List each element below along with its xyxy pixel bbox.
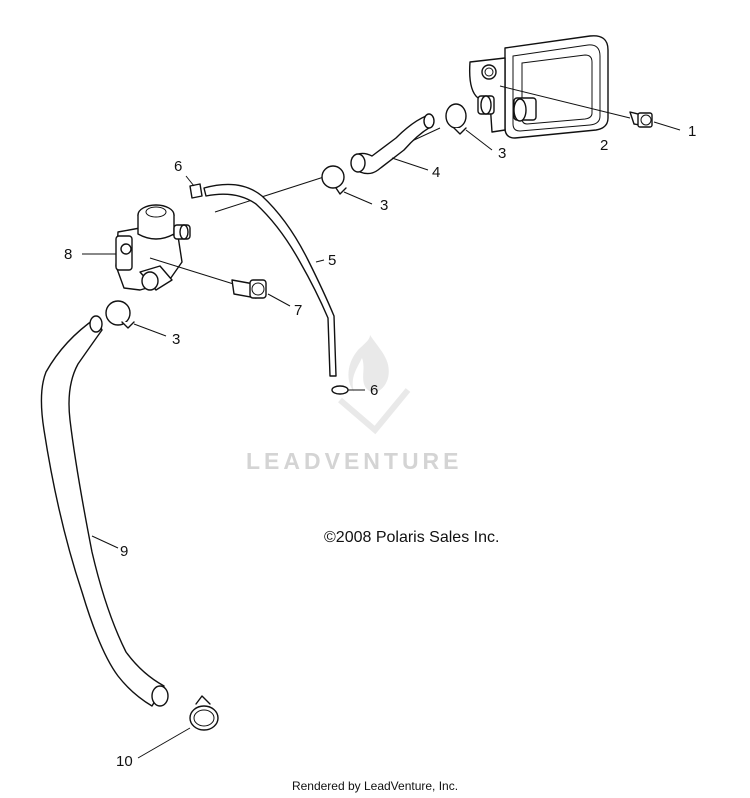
clamp-part-3-top: [445, 103, 493, 151]
clamp-part-10: [137, 695, 219, 759]
bolt-part-1: [629, 111, 681, 131]
callout-1: 1: [688, 123, 696, 140]
footer-text: Rendered by LeadVenture, Inc.: [291, 779, 459, 793]
clip-part-6-top: [185, 175, 203, 199]
clamp-part-3-middle: [321, 165, 373, 205]
watermark-text: LEADVENTURE: [246, 448, 463, 474]
callout-4: 4: [432, 164, 440, 181]
callout-3-middle: 3: [380, 197, 388, 214]
callout-3-lower: 3: [172, 331, 180, 348]
callout-7: 7: [294, 302, 302, 319]
clamp-part-3-lower: [105, 300, 167, 337]
callout-10: 10: [116, 753, 133, 770]
callout-8: 8: [64, 246, 72, 263]
bolt-part-7: [231, 279, 291, 307]
callout-3-top: 3: [498, 145, 506, 162]
clip-part-6-bottom: [331, 385, 365, 395]
hose-part-4: [350, 113, 435, 175]
valve-housing: [468, 35, 631, 139]
copyright-text: ©2008 Polaris Sales Inc.: [324, 529, 500, 546]
callout-6-bottom: 6: [370, 382, 378, 399]
callout-labels: 1 2 3 3 3 4 5 6 6 7 8 9 10: [64, 123, 696, 770]
callout-9: 9: [120, 543, 128, 560]
leadventure-logo: [338, 335, 411, 435]
vacuum-line-part-5: [203, 183, 337, 377]
hose-part-9: [40, 315, 169, 707]
callout-2: 2: [600, 137, 608, 154]
valve-body-part-8: [82, 204, 241, 291]
callout-5: 5: [328, 252, 336, 269]
callout-6-top: 6: [174, 158, 182, 175]
